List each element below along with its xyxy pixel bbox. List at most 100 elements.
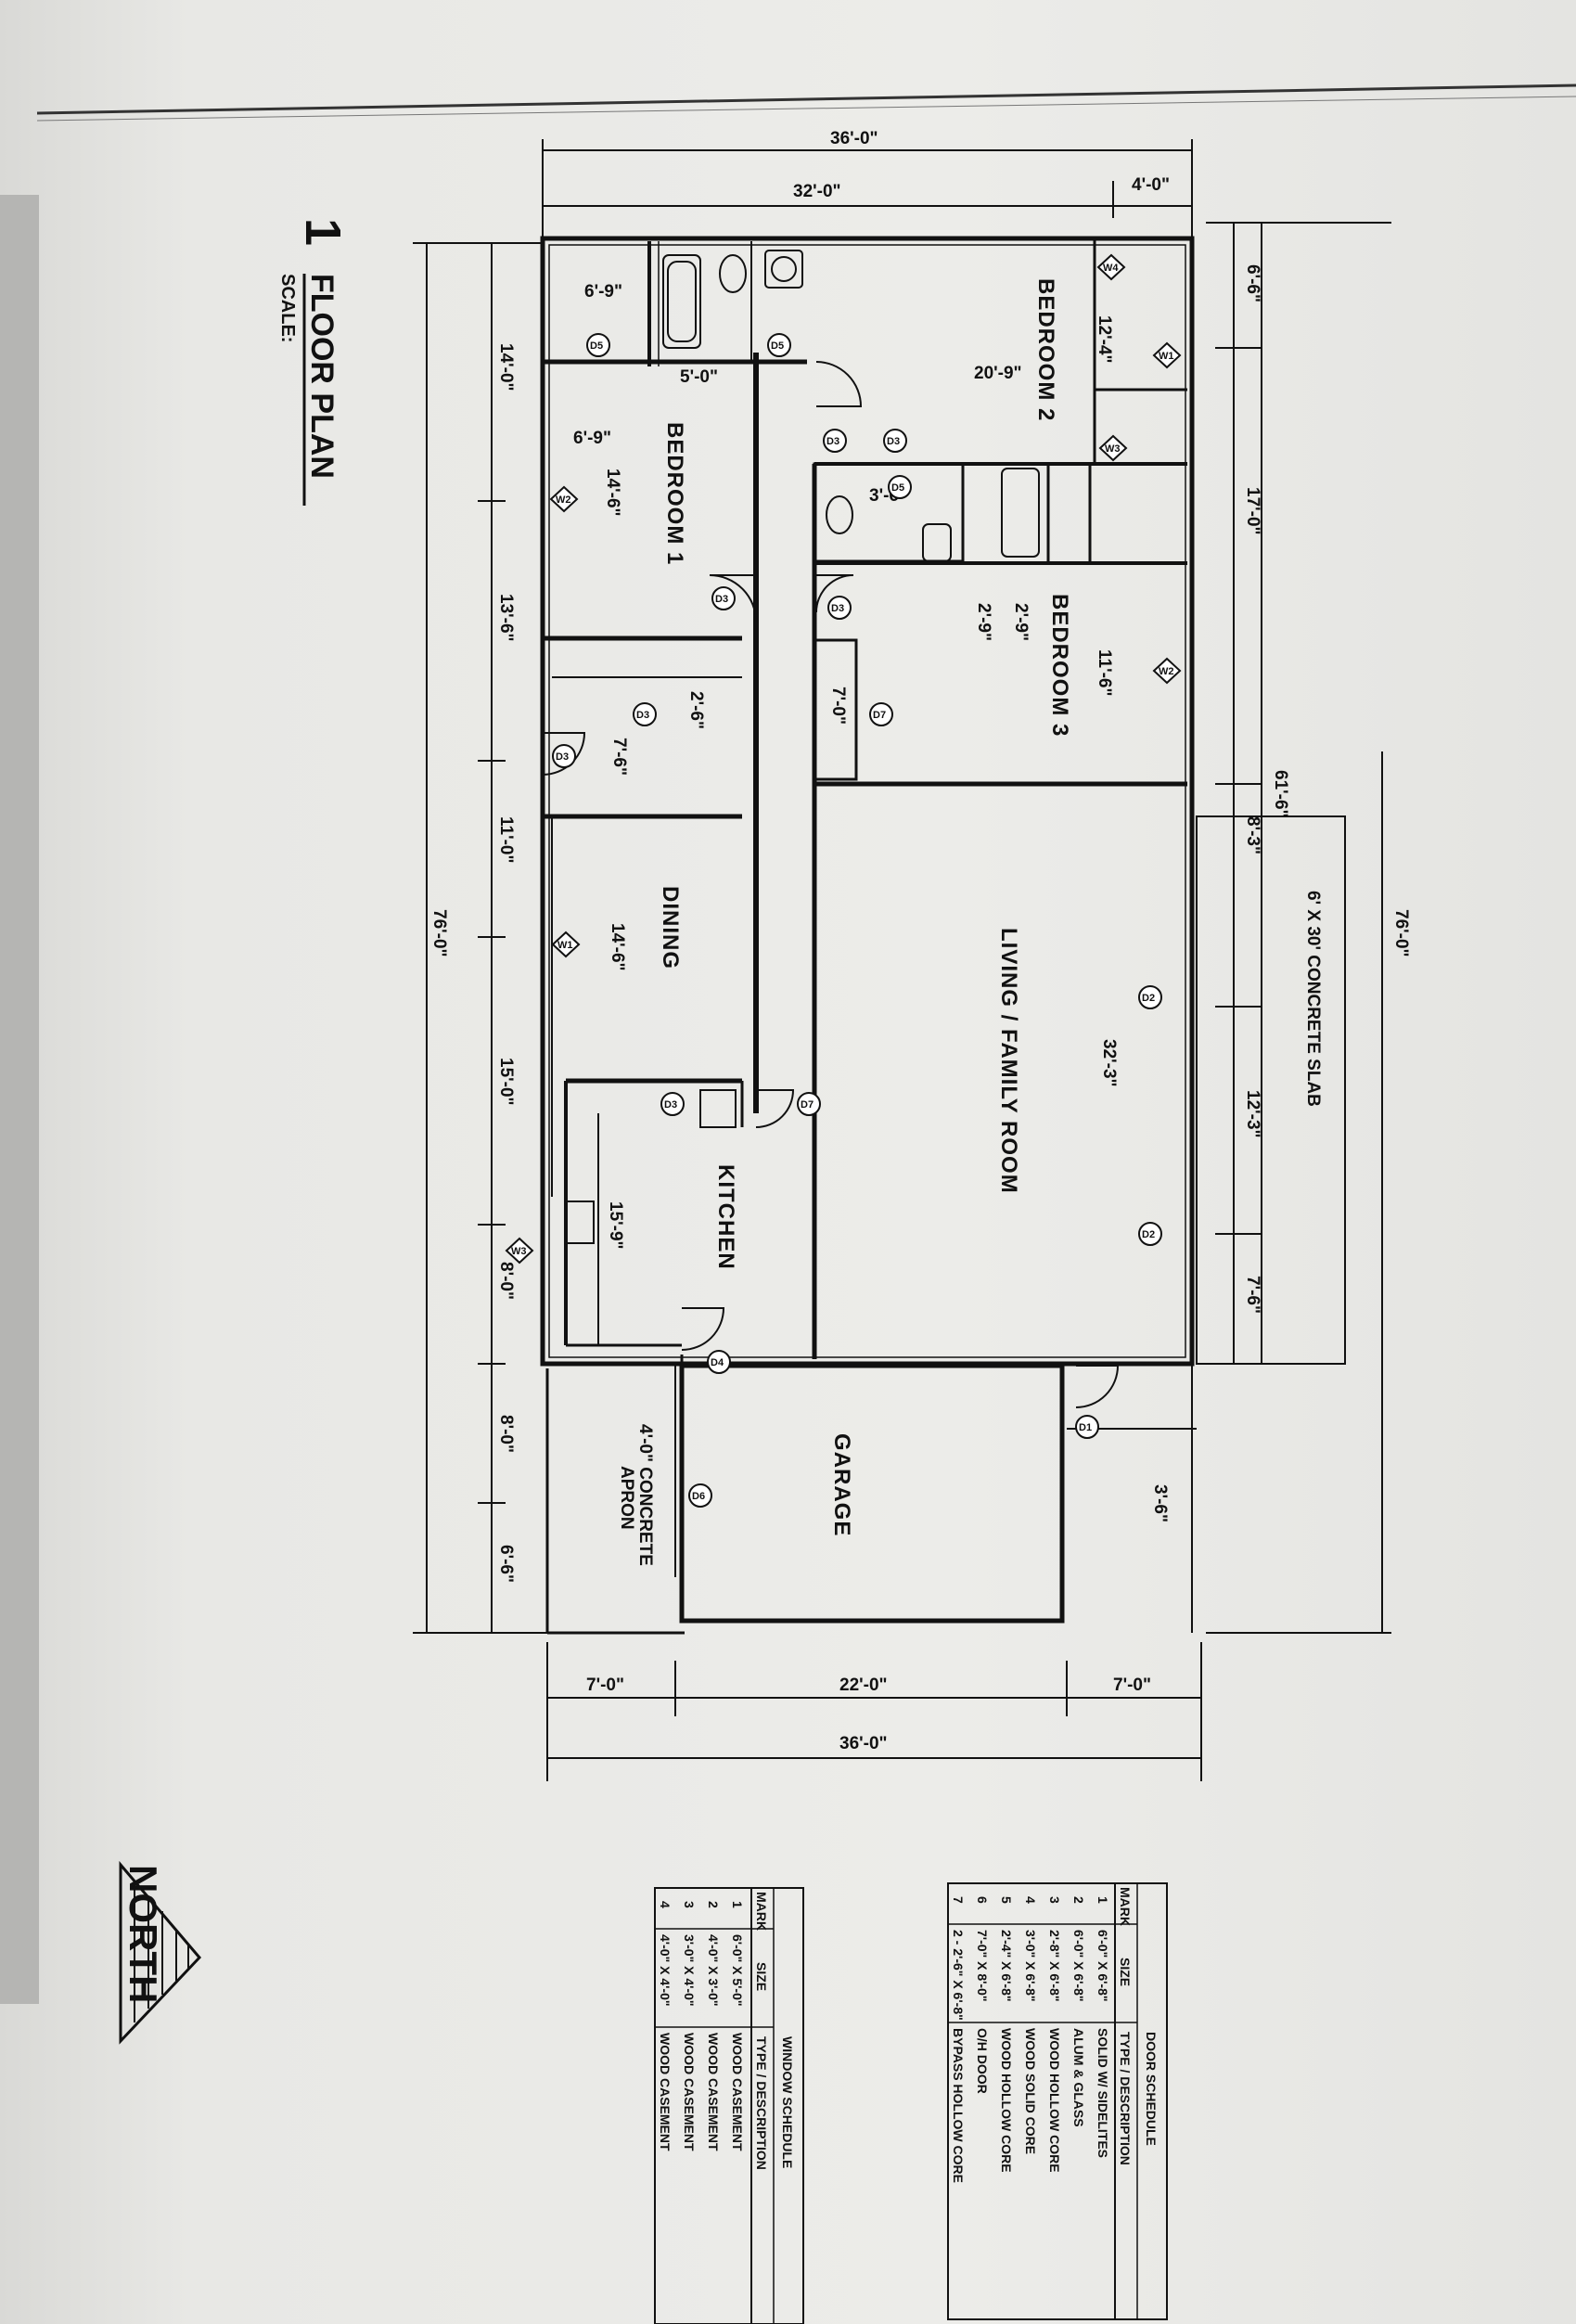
house-walls	[540, 236, 1195, 1635]
dim-right-overall: 76'-0"	[1391, 909, 1411, 957]
svg-text:D3: D3	[831, 603, 844, 614]
svg-text:W3: W3	[511, 1246, 527, 1257]
svg-text:D6: D6	[692, 1491, 705, 1502]
dim-left-overall: 76'-0"	[429, 909, 449, 957]
svg-text:W4: W4	[1159, 341, 1174, 353]
dim-right-c: 8'-3"	[1243, 816, 1262, 854]
dim-hall1: 5'-0"	[680, 367, 718, 387]
svg-text:D5: D5	[891, 482, 904, 494]
dim-closet-a: 2'-9"	[1011, 603, 1031, 641]
table-row: 72 - 2'-6" X 6'-8"BYPASS HOLLOW CORE	[951, 1896, 966, 2183]
dim-top-house: 32'-0"	[793, 182, 841, 201]
svg-text:2 - 2'-6" X 6'-8": 2 - 2'-6" X 6'-8"	[951, 1930, 966, 2021]
table-row: 1 6'-0" X 5'-0" WOOD CASEMENT	[730, 1901, 745, 2151]
dim-bot-b: 22'-0"	[839, 1676, 888, 1695]
room-kitchen: KITCHEN	[713, 1164, 738, 1270]
svg-text:D1: D1	[1079, 1422, 1092, 1433]
dim-bed3-w: 11'-6"	[1095, 649, 1114, 697]
svg-text:D3: D3	[556, 751, 569, 763]
dim-left-d: 15'-0"	[496, 1058, 516, 1106]
sheet-border-line-inner	[36, 96, 1576, 122]
sink	[764, 250, 803, 289]
plan-title: FLOOR PLAN	[304, 274, 340, 479]
dim-left-c: 11'-0"	[496, 816, 516, 864]
door-tag: D3	[660, 1092, 685, 1116]
room-bedroom-1: BEDROOM 1	[662, 422, 687, 565]
svg-text:W2: W2	[1159, 666, 1174, 677]
door-schedule-title: DOOR SCHEDULE	[1144, 2032, 1159, 2146]
apron-label-2: APRON	[617, 1466, 636, 1530]
svg-text:D7: D7	[801, 1099, 814, 1111]
window-tag: W1	[1152, 341, 1182, 369]
dim-left-g: 6'-6"	[496, 1545, 516, 1583]
door-tag: D2	[1138, 985, 1162, 1009]
svg-text:2: 2	[1071, 1896, 1086, 1904]
window-col-size: SIZE	[754, 1962, 769, 1991]
table-row: 52'-4" X 6'-8"WOOD HOLLOW CORE	[999, 1896, 1014, 2173]
door-tag: D3	[823, 429, 847, 453]
svg-text:4'-0" X 4'-0": 4'-0" X 4'-0"	[658, 1934, 673, 2007]
table-row: 32'-8" X 6'-8"WOOD HOLLOW CORE	[1047, 1896, 1062, 2173]
page-edge-shadow	[0, 195, 39, 2004]
svg-text:7'-0" X 8'-0": 7'-0" X 8'-0"	[975, 1930, 990, 2002]
door-swings	[542, 361, 1120, 1408]
svg-text:W3: W3	[1105, 443, 1121, 455]
door-tag: D3	[883, 429, 907, 453]
svg-text:3: 3	[1047, 1896, 1062, 1904]
sheet-border-line	[36, 83, 1576, 115]
svg-text:O/H DOOR: O/H DOOR	[975, 2028, 990, 2094]
room-bedroom-3: BEDROOM 3	[1047, 594, 1072, 737]
dim-bed1-b: 14'-6"	[603, 469, 622, 517]
svg-text:2'-8" X 6'-8": 2'-8" X 6'-8"	[1047, 1930, 1062, 2002]
svg-text:D4: D4	[711, 1357, 724, 1368]
fridge	[699, 1089, 737, 1128]
shower	[1001, 468, 1040, 558]
dim-right-d: 12'-3"	[1243, 1090, 1262, 1138]
svg-text:4'-0" X 3'-0": 4'-0" X 3'-0"	[706, 1934, 721, 2007]
plan-scale: SCALE:	[277, 274, 298, 342]
svg-text:D3: D3	[664, 1099, 677, 1111]
svg-text:W1: W1	[1159, 351, 1174, 362]
svg-text:WOOD CASEMENT: WOOD CASEMENT	[682, 2033, 697, 2151]
dim-hall2-a: 2'-6"	[686, 691, 706, 729]
svg-text:2: 2	[706, 1901, 721, 1908]
plumbing-fixtures	[565, 250, 1040, 1244]
svg-text:W1: W1	[557, 940, 573, 951]
svg-text:7: 7	[951, 1896, 966, 1904]
svg-text:WOOD CASEMENT: WOOD CASEMENT	[730, 2033, 745, 2151]
window-tag: W3	[505, 1237, 534, 1265]
door-tag: D3	[552, 744, 576, 768]
window-tag: W1	[551, 931, 581, 958]
dim-bot-overall: 36'-0"	[839, 1734, 888, 1753]
svg-text:3'-0" X 6'-8": 3'-0" X 6'-8"	[1023, 1930, 1038, 2002]
svg-text:6: 6	[975, 1896, 990, 1904]
dim-living-w: 32'-3"	[1099, 1039, 1119, 1087]
door-tag: D3	[711, 586, 736, 610]
dim-closet-b: 2'-9"	[974, 603, 993, 641]
door-tag: D1	[1075, 1415, 1099, 1439]
svg-text:1: 1	[730, 1901, 745, 1908]
svg-text:W2: W2	[556, 494, 571, 506]
dim-left-e: 8'-0"	[496, 1262, 516, 1300]
table-row: 33'-0" X 4'-0"WOOD CASEMENT	[682, 1901, 697, 2151]
dim-bot-c: 7'-0"	[1113, 1676, 1151, 1695]
door-col-mark: MARK	[1118, 1887, 1133, 1926]
window-col-type: TYPE / DESCRIPTION	[754, 2036, 769, 2170]
door-tag: D7	[797, 1092, 821, 1116]
window-tag: W4	[1096, 253, 1126, 281]
door-col-type: TYPE / DESCRIPTION	[1118, 2032, 1133, 2165]
window-tags: W4 W1 W2 W3 W2 W1 W3 W4	[505, 253, 1182, 1265]
dim-left-b: 13'-6"	[496, 594, 516, 642]
north-arrow: NORTH	[119, 1860, 202, 2045]
table-row: 26'-0" X 6'-8"ALUM & GLASS	[1071, 1896, 1086, 2127]
room-living: LIVING / FAMILY ROOM	[996, 928, 1021, 1194]
svg-text:3'-0" X 4'-0": 3'-0" X 4'-0"	[682, 1934, 697, 2007]
dim-bed2-l: 20'-9"	[974, 364, 1022, 383]
svg-text:D3: D3	[636, 710, 649, 721]
svg-text:D2: D2	[1142, 993, 1155, 1004]
north-label: NORTH	[122, 1865, 165, 2003]
door-tag: D3	[633, 702, 657, 726]
door-tag: D5	[586, 333, 610, 357]
svg-text:6'-0" X 5'-0": 6'-0" X 5'-0"	[730, 1934, 745, 2007]
